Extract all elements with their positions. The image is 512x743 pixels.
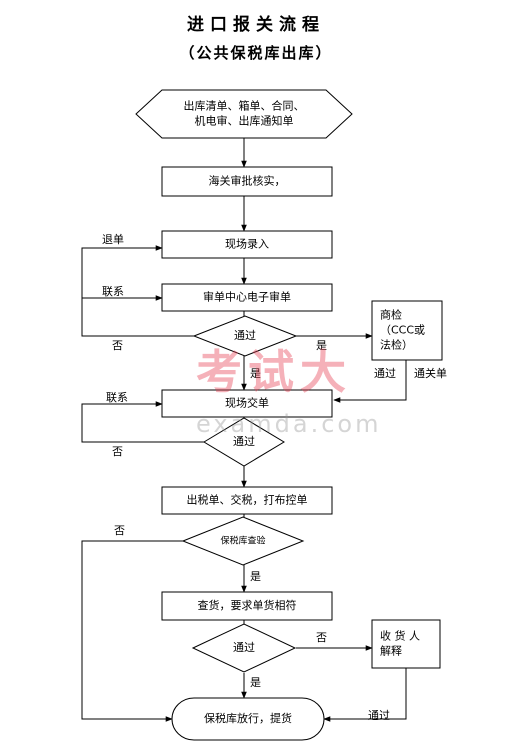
edge-consignee-to-release: [323, 668, 407, 722]
node-start: [135, 89, 353, 139]
label-no-4: 否: [316, 631, 327, 644]
node-start-text: 出库清单、箱单、合同、: [184, 99, 305, 113]
label-contact-1: 联系: [102, 285, 124, 298]
label-no-2: 否: [112, 445, 123, 458]
edge-pass2-no: [81, 401, 204, 443]
label-yes-4: 是: [250, 676, 261, 689]
node-inspection: [371, 300, 443, 361]
diagram-title: 进口报关流程: [187, 15, 325, 35]
node-center-review: [161, 283, 333, 312]
node-check-goods-text: 查货，要求单货相符: [198, 598, 297, 612]
node-customs-approve-text: 海关审批核实，: [209, 174, 286, 188]
node-pass3: [191, 623, 297, 673]
node-pass1: [192, 315, 298, 357]
diagram-subtitle: （公共保税库出库）: [179, 44, 333, 62]
node-inspection-text: 商检: [380, 308, 402, 322]
node-pass3-text: 通过: [233, 641, 255, 654]
node-onsite-submit: [161, 389, 333, 418]
node-center-review-text: 审单中心电子审单: [203, 290, 291, 304]
node-check-goods: [161, 591, 333, 621]
node-bonded-check: [181, 516, 305, 566]
node-start-text: 机电审、出库通知单: [195, 114, 294, 128]
edge-pass1-return: [81, 245, 194, 337]
label-return-doc: 退单: [102, 233, 124, 246]
node-customs-approve: [161, 166, 333, 197]
node-tax-text: 出税单、交税，打布控单: [187, 493, 308, 507]
node-pass2: [203, 417, 285, 467]
label-pass-inspect: 通过: [374, 367, 396, 380]
edge-inspection-to-submit: [333, 360, 407, 403]
node-consignee-text: 解释: [380, 644, 402, 658]
node-inspection-text: 法检）: [380, 338, 413, 352]
node-consignee-text: 收 货 人: [380, 629, 420, 643]
node-pass1-text: 通过: [234, 329, 256, 342]
node-bonded-check-text: 保税库查验: [220, 535, 265, 547]
node-release-text: 保税库放行，提货: [204, 711, 292, 725]
label-yes-3: 是: [250, 570, 261, 583]
node-pass2-text: 通过: [233, 435, 255, 448]
label-no-3: 否: [114, 524, 125, 537]
label-yes-2: 是: [250, 367, 261, 380]
node-onsite-entry: [161, 230, 333, 259]
label-clearance-doc: 通关单: [414, 366, 447, 380]
label-contact-2: 联系: [106, 391, 128, 404]
node-inspection-text: （CCC或: [380, 324, 425, 337]
edge-check-no: [81, 540, 184, 722]
label-no-1: 否: [112, 339, 123, 352]
label-yes-1: 是: [316, 339, 327, 352]
node-consignee: [371, 619, 441, 669]
node-tax: [161, 486, 333, 515]
node-release: [171, 697, 325, 741]
node-onsite-entry-text: 现场录入: [225, 237, 269, 251]
node-onsite-submit-text: 现场交单: [225, 396, 269, 410]
label-pass-final: 通过: [368, 709, 390, 722]
